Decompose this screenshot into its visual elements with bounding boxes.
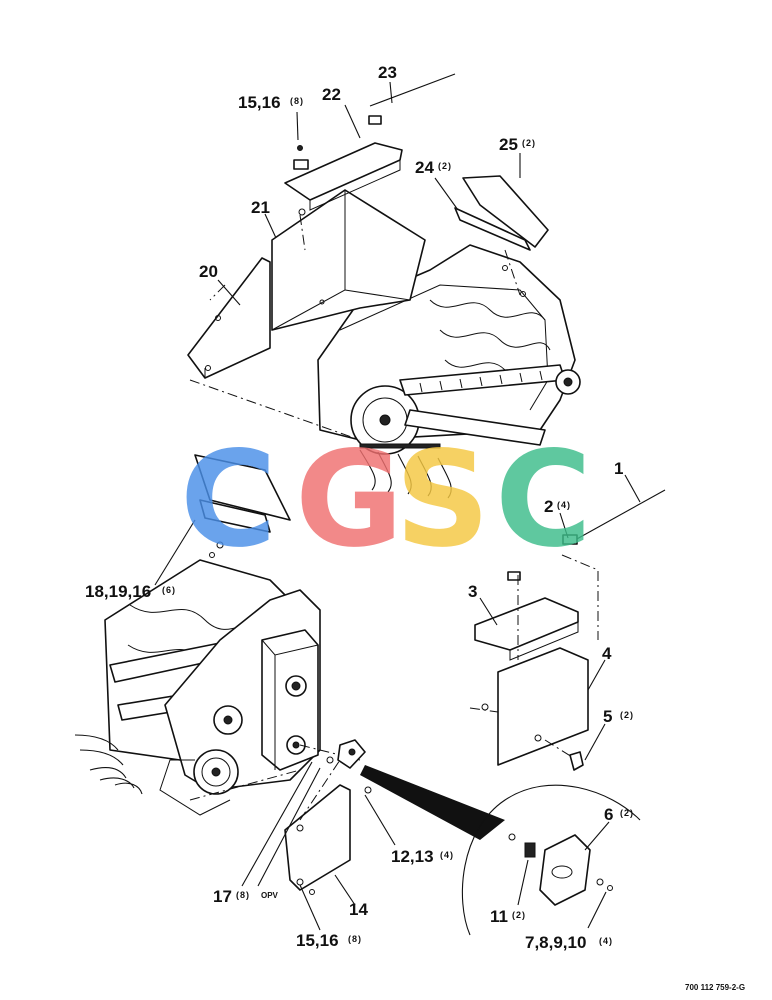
qty-2: (4) <box>557 500 571 510</box>
qty-11: (2) <box>512 910 526 920</box>
part-24-25-shields <box>454 175 549 297</box>
qty-24: (2) <box>438 161 452 171</box>
callout-17: 17 <box>213 887 232 906</box>
callout-1: 1 <box>614 459 623 478</box>
part-21-box-shield <box>271 189 426 331</box>
callout-12-13: 12,13 <box>391 847 434 866</box>
watermark-letter-g: G <box>295 423 403 577</box>
qty-18-19-16: (6) <box>162 585 176 595</box>
callout-24: 24 <box>415 158 434 177</box>
callout-15-16-bottom: 15,16 <box>296 931 339 950</box>
callout-6: 6 <box>604 805 613 824</box>
callout-23: 23 <box>378 63 397 82</box>
callout-21: 21 <box>251 198 270 217</box>
callout-4: 4 <box>602 644 612 663</box>
lower-drive-assembly <box>74 559 361 816</box>
part-12-13-bracket <box>326 739 372 794</box>
callout-25: 25 <box>499 135 518 154</box>
part-23-rod <box>368 73 456 125</box>
qty-15-16-top: (8) <box>290 96 304 106</box>
part-22-top-plate <box>284 142 403 216</box>
watermark-letter-c1: C <box>180 423 277 577</box>
watermark-logo: C G S C <box>180 423 592 577</box>
drawing-number: 700 112 759-2-G <box>685 983 745 992</box>
callout-18-19-16: 18,19,16 <box>85 582 151 601</box>
centerlines-upper <box>189 214 521 441</box>
qty-6: (2) <box>620 808 634 818</box>
part-18-divider <box>194 454 291 558</box>
leader-lines <box>154 81 641 931</box>
qty-12-13: (4) <box>440 850 454 860</box>
qty-17: (8) <box>236 890 250 900</box>
callout-7-8-9-10: 7,8,9,10 <box>525 933 586 952</box>
callout-5: 5 <box>603 707 612 726</box>
qty-7-8-9-10: (4) <box>599 936 613 946</box>
part-14-lower-shield <box>284 759 351 895</box>
callout-15-16-top: 15,16 <box>238 93 281 112</box>
qty-25: (2) <box>522 138 536 148</box>
part-20-left-shield <box>187 257 271 379</box>
note-17-opv: OPV <box>261 891 279 900</box>
callout-20: 20 <box>199 262 218 281</box>
callout-11: 11 <box>490 907 508 926</box>
watermark-letter-c2: C <box>495 423 592 577</box>
qty-15-16-bottom: (8) <box>348 934 362 944</box>
callout-labels: 23 15,16 (8) 22 25 (2) 24 (2) 21 20 1 2 … <box>85 63 745 992</box>
watermark-letter-s: S <box>395 423 490 577</box>
parts-1-5-right <box>469 489 666 771</box>
detail-view <box>360 765 641 936</box>
callout-22: 22 <box>322 85 341 104</box>
callout-2: 2 <box>544 497 553 516</box>
callout-3: 3 <box>468 582 477 601</box>
callout-14: 14 <box>349 900 368 919</box>
qty-5: (2) <box>620 710 634 720</box>
